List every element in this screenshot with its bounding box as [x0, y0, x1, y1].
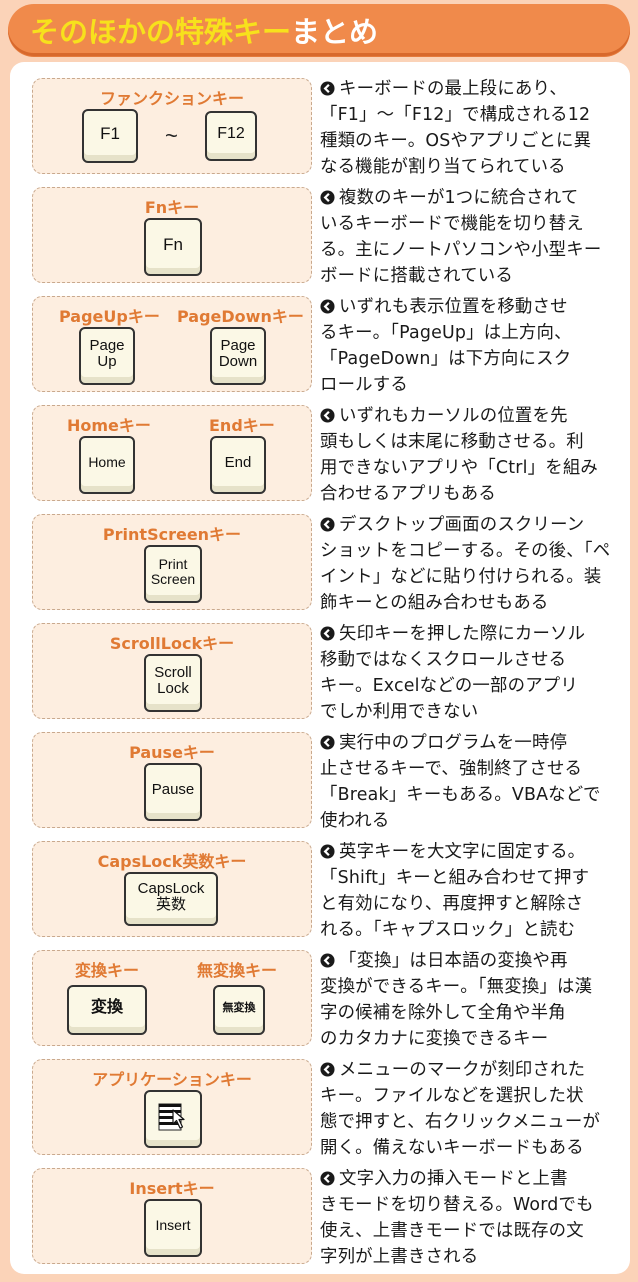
circle-arrow-left-icon	[320, 81, 335, 96]
key-label: CapsLock英数キー	[97, 852, 247, 871]
description: デスクトップ画面のスクリーン ショットをコピーする。その後、「ペ イント」などに…	[320, 515, 611, 613]
item-application-key: アプリケーションキー メニューのマークが刻印された キー。ファイルなどを選択した…	[10, 1059, 630, 1158]
key-label: Fnキー	[144, 198, 200, 217]
key-pause: Pause	[144, 763, 202, 821]
description: 複数のキーが1つに統合されて いるキーボードで機能を切り替え る。主にノートパソ…	[320, 188, 602, 286]
circle-arrow-left-icon	[320, 299, 335, 314]
item-function-keys: ファンクションキー F1 ~ F12 キーボードの最上段にあり、 「F1」～「F…	[10, 78, 630, 177]
keybox: Homeキー Endキー Home End	[32, 405, 312, 501]
circle-arrow-left-icon	[320, 1062, 335, 1077]
description: いずれもカーソルの位置を先 頭もしくは末尾に移動させる。利 用できないアプリや「…	[320, 406, 599, 504]
key-end: End	[210, 436, 266, 494]
title-rest: まとめ	[291, 15, 379, 49]
keybox: Fnキー Fn	[32, 187, 312, 283]
key-label-home: Homeキー	[67, 416, 151, 435]
key-label: アプリケーションキー	[92, 1070, 252, 1089]
circle-arrow-left-icon	[320, 517, 335, 532]
circle-arrow-left-icon	[320, 844, 335, 859]
circle-arrow-left-icon	[320, 190, 335, 205]
range-separator: ~	[165, 123, 178, 148]
key-label: PrintScreenキー	[102, 525, 242, 544]
menu-cursor-icon	[158, 1103, 185, 1131]
description: 文字入力の挿入モードと上書 きモードを切り替える。Wordでも 使え、上書きモー…	[320, 1169, 594, 1267]
key-f12: F12	[205, 111, 257, 161]
description: メニューのマークが刻印された キー。ファイルなどを選択した状 態で押すと、右クリ…	[320, 1060, 601, 1158]
item-fn-key: Fnキー Fn 複数のキーが1つに統合されて いるキーボードで機能を切り替え る…	[10, 187, 630, 286]
title-highlight: そのほかの特殊キー	[30, 15, 292, 49]
key-label: Pauseキー	[129, 743, 215, 762]
circle-arrow-left-icon	[320, 626, 335, 641]
description: 実行中のプログラムを一時停 止させるキーで、強制終了させる 「Break」キーも…	[320, 733, 601, 831]
description: いずれも表示位置を移動させ るキー。「PageUp」は上方向、 「PageDow…	[320, 297, 572, 395]
item-home-end-keys: Homeキー Endキー Home End いずれもカーソルの位置を先 頭もしく…	[10, 405, 630, 504]
item-henkan-keys: 変換キー 無変換キー 変換 無変換 「変換」は日本語の変換や再 変換ができるキー…	[10, 950, 630, 1049]
key-muhenkan: 無変換	[213, 985, 265, 1035]
content-panel: ファンクションキー F1 ~ F12 キーボードの最上段にあり、 「F1」～「F…	[10, 62, 630, 1274]
page-header: そのほかの特殊キーまとめ	[8, 4, 630, 56]
key-label-end: Endキー	[209, 416, 275, 435]
keybox: Insertキー Insert	[32, 1168, 312, 1264]
key-label: ScrollLockキー	[109, 634, 235, 653]
item-insert-key: Insertキー Insert 文字入力の挿入モードと上書 きモードを切り替える…	[10, 1168, 630, 1267]
description: 英字キーを大文字に固定する。 「Shift」キーと組み合わせて押す と有効になり…	[320, 842, 590, 940]
key-label-muhenkan: 無変換キー	[197, 961, 278, 980]
page-title: そのほかの特殊キーまとめ	[30, 9, 378, 51]
item-pause-key: Pauseキー Pause 実行中のプログラムを一時停 止させるキーで、強制終了…	[10, 732, 630, 831]
key-application	[144, 1090, 202, 1148]
circle-arrow-left-icon	[320, 735, 335, 750]
description: 矢印キーを押した際にカーソル 移動ではなくスクロールさせる キー。Excelなど…	[320, 624, 586, 722]
key-label: ファンクションキー	[99, 89, 244, 108]
description: キーボードの最上段にあり、 「F1」～「F12」で構成される12 種類のキー。O…	[320, 79, 592, 177]
key-label-pagedown: PageDownキー	[177, 307, 304, 326]
key-henkan: 変換	[67, 985, 147, 1035]
circle-arrow-left-icon	[320, 953, 335, 968]
circle-arrow-left-icon	[320, 408, 335, 423]
keybox: ファンクションキー F1 ~ F12	[32, 78, 312, 174]
key-fn: Fn	[144, 218, 202, 276]
key-f1: F1	[82, 109, 138, 163]
key-label-henkan: 変換キー	[75, 961, 140, 980]
keybox: アプリケーションキー	[32, 1059, 312, 1155]
key-insert: Insert	[144, 1199, 202, 1257]
circle-arrow-left-icon	[320, 1171, 335, 1186]
key-home: Home	[79, 436, 135, 494]
keybox: Pauseキー Pause	[32, 732, 312, 828]
key-label-pageup: PageUpキー	[59, 307, 160, 326]
keybox: 変換キー 無変換キー 変換 無変換	[32, 950, 312, 1046]
key-label: Insertキー	[129, 1179, 215, 1198]
description: 「変換」は日本語の変換や再 変換ができるキー。「無変換」は漢 字の候補を除外して…	[320, 951, 593, 1049]
